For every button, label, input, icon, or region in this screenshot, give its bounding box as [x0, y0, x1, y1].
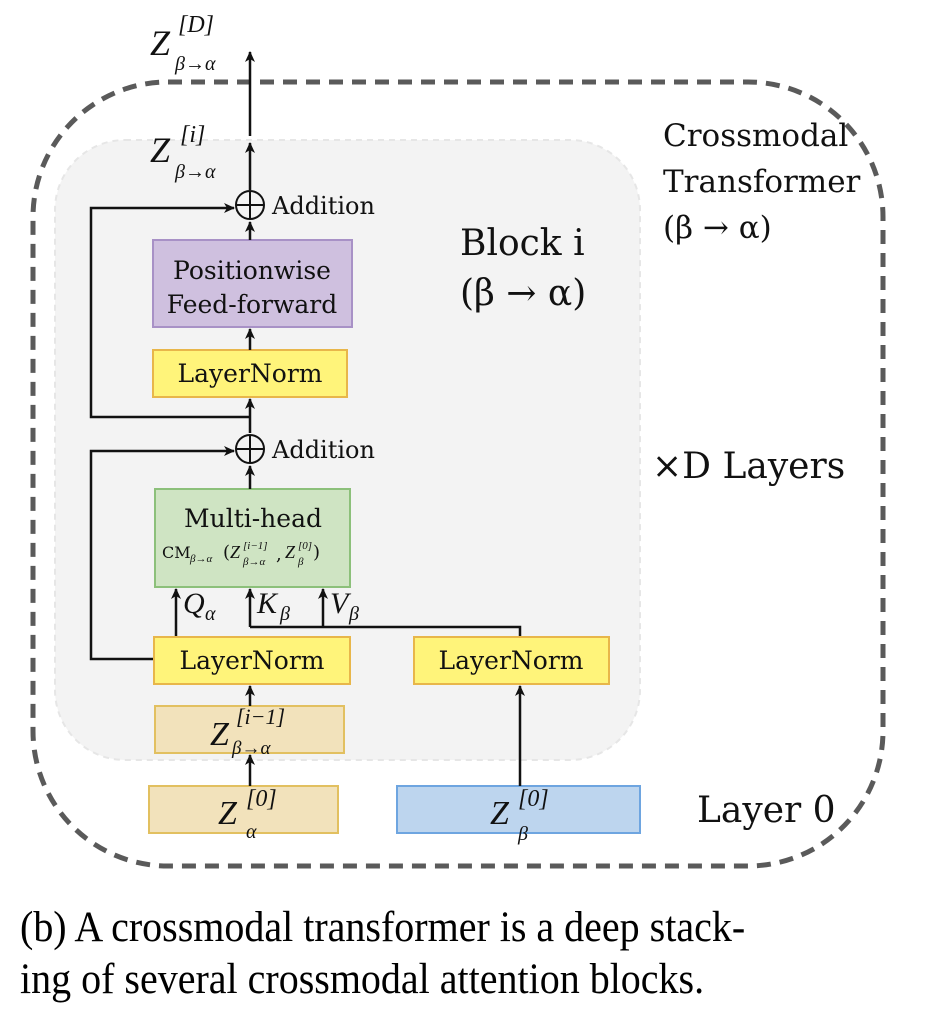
svg-text:Z: Z: [230, 542, 241, 562]
key-value-route: [250, 625, 522, 636]
layernorm-alpha-box: LayerNorm: [153, 636, 351, 685]
svg-text:β→α: β→α: [189, 553, 212, 565]
key-label: K β: [256, 587, 290, 625]
figure-caption: (b) A crossmodal transformer is a deep s…: [20, 902, 876, 1006]
svg-text:Positionwise: Positionwise: [173, 256, 331, 285]
svg-text:Multi-head: Multi-head: [184, 504, 322, 533]
svg-text:): ): [313, 542, 320, 563]
crossmodal-transformer-container: [30, 79, 886, 869]
svg-text:Q: Q: [183, 587, 205, 620]
feedforward-box: Positionwise Feed-forward: [152, 239, 353, 328]
input-alpha-box: Z [0] α: [148, 785, 339, 843]
layer0-label: Layer 0: [697, 790, 836, 831]
layernorm-feedforward-box: LayerNorm: [152, 349, 348, 398]
svg-text:Z: Z: [218, 795, 238, 832]
svg-text:(β → α): (β → α): [460, 273, 586, 314]
svg-text:V: V: [330, 587, 352, 620]
crossmodal-formula: CM β→α ( Z [i−1] β→α , Z [0] β ): [162, 540, 320, 568]
svg-text:β: β: [279, 603, 290, 625]
svg-text:Z: Z: [490, 795, 510, 832]
svg-text:Feed-forward: Feed-forward: [167, 290, 338, 319]
query-label: Q α: [183, 587, 216, 625]
svg-text:α: α: [205, 603, 216, 625]
svg-text:β: β: [348, 603, 359, 625]
svg-text:Z: Z: [210, 716, 230, 753]
svg-text:CM: CM: [162, 543, 191, 562]
output-block-label: Z [i] β→α: [150, 122, 216, 183]
svg-text:β→α: β→α: [242, 556, 265, 568]
residual-connection-top: [89, 203, 250, 419]
svg-text:Z: Z: [150, 130, 171, 170]
crossmodal-transformer-diagram: Crossmodal Transformer (β → α) Block i (…: [30, 12, 886, 869]
svg-text:Block i: Block i: [460, 223, 585, 264]
crossmodal-transformer-label: Crossmodal Transformer (β → α): [663, 118, 861, 246]
svg-text:(β → α): (β → α): [663, 210, 772, 246]
caption-line: ing of several crossmodal attention bloc…: [20, 956, 705, 1003]
svg-text:[D]: [D]: [178, 12, 214, 38]
svg-text:[i]: [i]: [180, 122, 205, 148]
value-label: V β: [330, 587, 359, 625]
input-beta-box: Z [0] β: [396, 785, 641, 845]
svg-text:[i−1]: [i−1]: [236, 704, 285, 729]
svg-text:Z: Z: [285, 542, 296, 562]
svg-text:Transformer: Transformer: [663, 164, 861, 200]
output-final-label: Z [D] β→α: [150, 12, 216, 75]
svg-text:β: β: [517, 823, 528, 845]
svg-text:β→α: β→α: [174, 53, 216, 75]
svg-text:K: K: [256, 587, 279, 620]
svg-text:LayerNorm: LayerNorm: [178, 359, 323, 388]
svg-text:Z: Z: [150, 23, 171, 63]
layernorm-beta-box: LayerNorm: [413, 636, 610, 685]
svg-text:Addition: Addition: [271, 436, 375, 464]
svg-text:β→α: β→α: [174, 161, 216, 183]
svg-text:β→α: β→α: [231, 738, 271, 759]
svg-text:[i−1]: [i−1]: [243, 540, 268, 552]
residual-connection-mid: [89, 446, 235, 661]
svg-text:Addition: Addition: [271, 192, 375, 220]
multihead-attention-box: Multi-head CM β→α ( Z [i−1] β→α , Z [0] …: [154, 488, 351, 588]
svg-text:[0]: [0]: [518, 786, 549, 812]
svg-text:[0]: [0]: [246, 786, 277, 812]
svg-text:,: ,: [276, 544, 282, 565]
svg-text:LayerNorm: LayerNorm: [180, 646, 325, 675]
block-label: Block i (β → α): [460, 223, 586, 314]
svg-text:[0]: [0]: [298, 540, 312, 552]
svg-text:β: β: [297, 556, 304, 568]
caption-line: (b) A crossmodal transformer is a deep s…: [20, 904, 746, 951]
svg-text:(: (: [223, 542, 230, 563]
addition-mid-node: Addition: [235, 434, 375, 464]
previous-block-output-box: Z [i−1] β→α: [154, 704, 345, 759]
repeat-layers-label: ×D Layers: [652, 446, 845, 487]
svg-text:Crossmodal: Crossmodal: [663, 118, 848, 154]
svg-text:LayerNorm: LayerNorm: [439, 646, 584, 675]
svg-text:α: α: [246, 821, 257, 843]
addition-top-node: Addition: [235, 190, 375, 220]
